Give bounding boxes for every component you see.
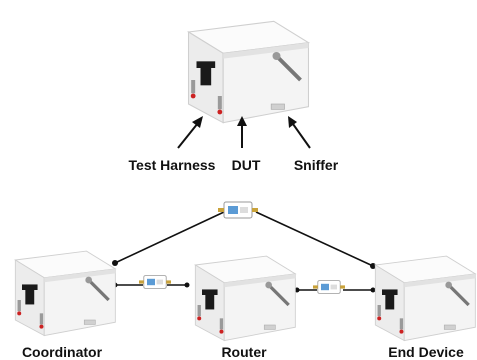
attenuator-left (139, 275, 171, 289)
sniffer-label: Sniffer (294, 157, 339, 173)
dut-arrow (237, 116, 247, 148)
end-device-label: End Device (388, 344, 464, 360)
router-shield-box (193, 254, 298, 343)
sniffer-arrow (288, 116, 311, 149)
test-harness-arrow (177, 116, 203, 149)
coordinator-label: Coordinator (22, 344, 103, 360)
end-device-shield-box (373, 254, 477, 343)
dut-label: DUT (232, 157, 261, 173)
attenuator-right (313, 280, 345, 294)
test-harness-label: Test Harness (129, 157, 216, 173)
dut-shield-box (189, 21, 309, 122)
attenuator-top (218, 201, 258, 219)
network-cables (114, 211, 374, 291)
router-label: Router (221, 344, 267, 360)
coordinator-shield-box (13, 249, 118, 338)
